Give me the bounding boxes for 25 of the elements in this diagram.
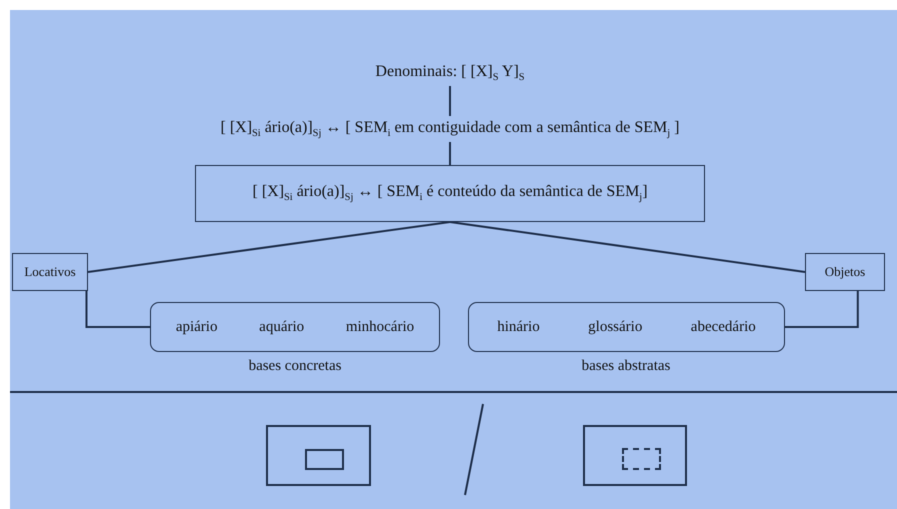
word-group-box: [468, 302, 785, 352]
rectangle-frame: [266, 425, 371, 486]
connector-line: [449, 142, 451, 165]
word-text: hinário: [497, 318, 540, 336]
formula-text: Denominais: [ [X]$_{S}$ Y]$_{S}$: [300, 60, 600, 86]
word-text: glossário: [588, 318, 642, 336]
connector-line: [449, 86, 451, 116]
inner-rectangle: [305, 449, 344, 470]
word-text: apiário: [176, 318, 218, 336]
category-box: Objetos: [805, 253, 885, 291]
word-group-box: [150, 302, 440, 352]
dashed-rectangle: [622, 448, 661, 470]
rectangle-frame: [583, 425, 687, 486]
caption-text: bases abstratas: [580, 357, 672, 375]
word-text: aquário: [259, 318, 304, 336]
connector-line: [88, 221, 450, 273]
connector-line: [785, 291, 859, 328]
word-text: minhocário: [346, 318, 414, 336]
caption-text: bases concretas: [248, 357, 342, 375]
formula-text: [ [X]$_{Si}$ ário(a)]$_{Sj}$ ↔ [ SEM$_{i}$ em contiguidade com a semântica de SEM$_{j}$ ]: [138, 116, 762, 142]
word-text: abecedário: [690, 318, 756, 336]
connector-line: [450, 221, 806, 273]
connector-line: [85, 291, 150, 328]
formula-box: [ [X]$_{Si}$ ário(a)]$_{Sj}$ ↔ [ SEM$_{i}$ é conteúdo da semântica de SEM$_{j}$]: [195, 165, 705, 222]
category-box: Locativos: [12, 253, 88, 291]
